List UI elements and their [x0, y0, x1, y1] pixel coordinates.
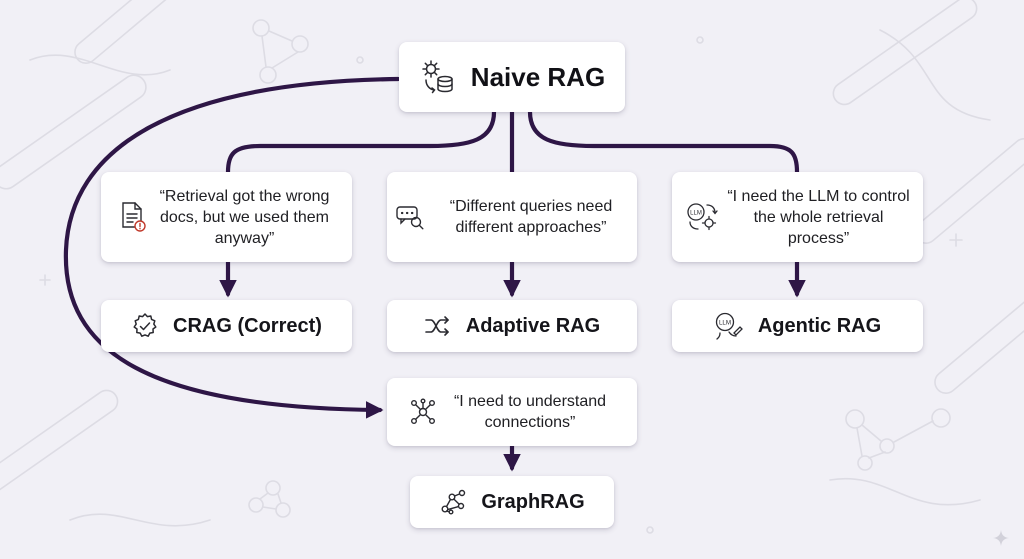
connector-root-to-llm-problem	[527, 109, 800, 175]
connections-problem-text: “I need to understand connections”	[453, 393, 607, 431]
sparkle-icon	[993, 530, 1009, 546]
agentic-rag-label: Agentic RAG	[757, 314, 882, 337]
gear-database-icon	[419, 58, 457, 96]
graphrag-label: GraphRAG	[481, 490, 585, 513]
connections-problem-node: “I need to understand connections”	[387, 378, 637, 446]
query-problem-text: “Different queries need different approa…	[449, 198, 613, 236]
retrieval-problem-text: “Retrieval got the wrong docs, but we us…	[159, 187, 330, 247]
adaptive-rag-node: Adaptive RAG	[387, 300, 637, 352]
graph-icon	[439, 488, 467, 516]
gear-check-icon	[131, 312, 159, 340]
crag-label: CRAG (Correct)	[173, 314, 322, 337]
llm-problem-text: “I need the LLM to control the whole ret…	[727, 187, 910, 247]
llm-agent-icon: LLM	[714, 311, 744, 341]
connector-root-to-connections-problem	[63, 76, 401, 419]
network-nodes-icon	[409, 398, 437, 426]
llm-cycle-gear-icon: LLM	[685, 200, 719, 234]
llm-problem-node: LLM “I need the LLM to control the whole…	[672, 172, 923, 262]
svg-text:LLM: LLM	[690, 211, 702, 217]
shuffle-icon	[424, 314, 452, 338]
agentic-rag-node: LLM Agentic RAG	[672, 300, 923, 352]
naive-rag-node: Naive RAG	[399, 42, 625, 112]
document-warning-icon	[119, 201, 147, 233]
graphrag-node: GraphRAG	[410, 476, 614, 528]
connector-root-to-retrieval-problem	[225, 109, 497, 175]
adaptive-rag-label: Adaptive RAG	[465, 314, 601, 337]
query-problem-node: “Different queries need different approa…	[387, 172, 637, 262]
chat-search-icon	[395, 203, 425, 231]
naive-rag-label: Naive RAG	[470, 61, 606, 92]
svg-text:LLM: LLM	[719, 320, 731, 327]
retrieval-problem-node: “Retrieval got the wrong docs, but we us…	[101, 172, 352, 262]
crag-node: CRAG (Correct)	[101, 300, 352, 352]
